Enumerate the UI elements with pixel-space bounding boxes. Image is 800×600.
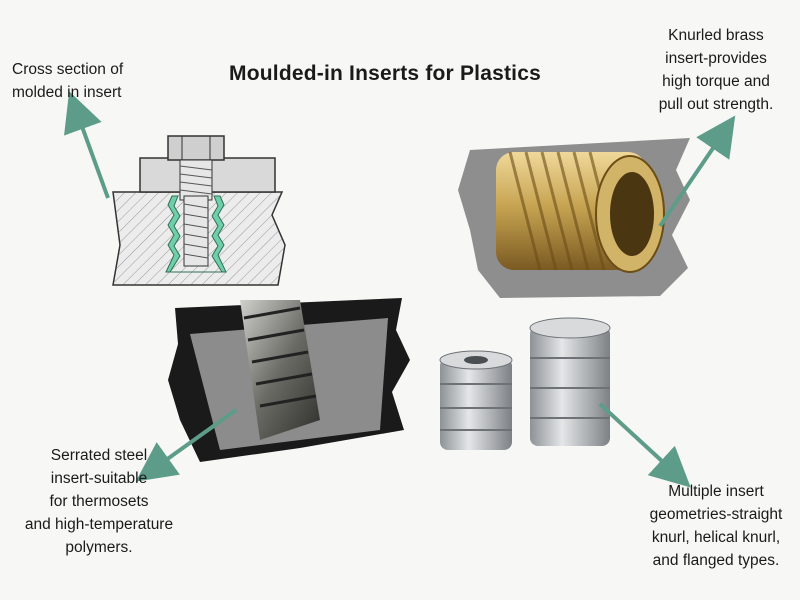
cross-section-illustration [112, 135, 286, 286]
page-title: Moulded-in Inserts for Plastics [229, 62, 541, 85]
arrow-serrated-steel [135, 408, 238, 482]
caption-line: geometries-straight [649, 506, 783, 523]
caption-line: high torque and [662, 73, 770, 90]
caption-line: Cross section of [12, 61, 124, 78]
caption-multiple-geometries: Multiple insert geometries-straight knur… [634, 480, 798, 572]
caption-line: insert-provides [665, 50, 767, 67]
caption-line: and high-temperature [24, 516, 174, 533]
caption-line: pull out strength. [658, 96, 774, 113]
caption-line: Knurled brass [668, 27, 764, 44]
caption-line: molded in insert [12, 84, 122, 101]
caption-serrated-steel: Serrated steel insert-suitable for therm… [4, 444, 194, 559]
serrated-steel-insert-image [168, 298, 410, 462]
caption-knurled-brass: Knurled brass insert-provides high torqu… [636, 24, 796, 116]
caption-line: polymers. [65, 539, 133, 556]
caption-line: Serrated steel [50, 447, 148, 464]
knurled-brass-insert-image [458, 138, 690, 298]
caption-line: for thermosets [49, 493, 149, 510]
caption-line: insert-suitable [50, 470, 148, 487]
arrow-multiple-geometries [598, 402, 691, 488]
caption-line: Multiple insert [668, 483, 764, 500]
caption-line: and flanged types. [652, 552, 780, 569]
caption-line: knurl, helical knurl, [651, 529, 781, 546]
caption-cross-section: Cross section of molded in insert [12, 58, 162, 104]
arrow-knurled-brass [658, 115, 736, 228]
multiple-geometry-inserts-image [439, 317, 611, 450]
arrow-cross-section [64, 91, 110, 199]
